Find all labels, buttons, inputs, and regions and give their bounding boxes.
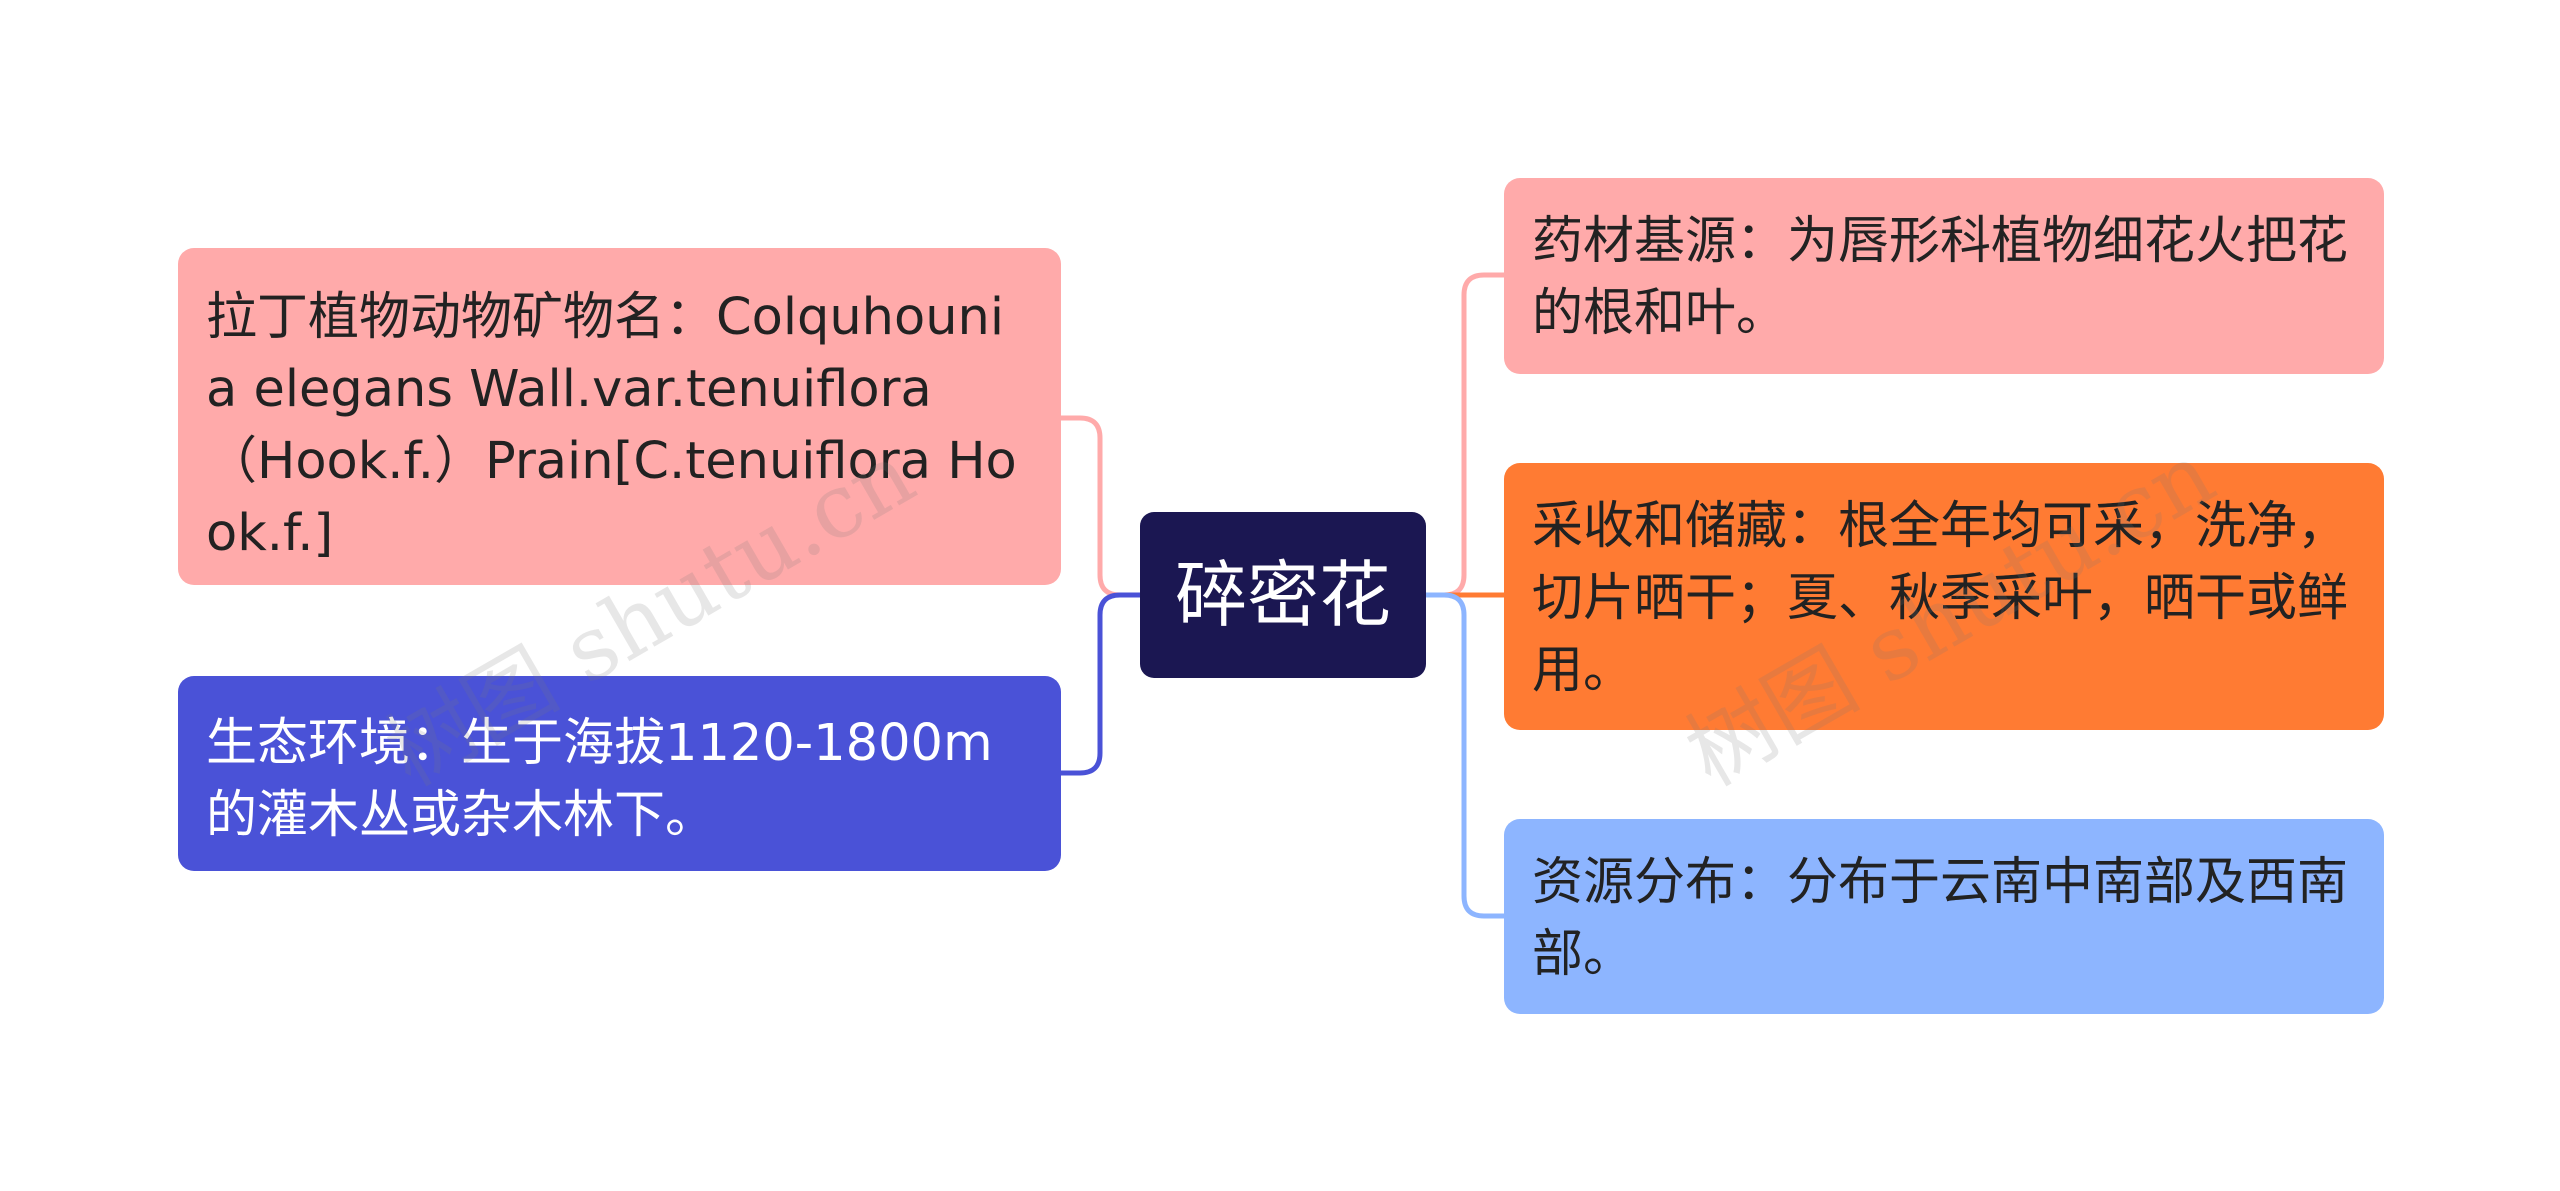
branch-node-harvest[interactable]: 采收和储藏：根全年均可采，洗净，切片晒干；夏、秋季采叶，晒干或鲜用。	[1504, 463, 2384, 730]
connector-left-bottom	[1061, 592, 1140, 776]
branch-text: 采收和储藏：根全年均可采，洗净，切片晒干；夏、秋季采叶，晒干或鲜用。	[1532, 497, 2349, 700]
branch-node-latin-name[interactable]: 拉丁植物动物矿物名：Colquhounia elegans Wall.var.t…	[178, 248, 1061, 585]
connector-right-1	[1426, 272, 1504, 598]
branch-node-distribution[interactable]: 资源分布：分布于云南中南部及西南部。	[1504, 819, 2384, 1014]
branch-text: 资源分布：分布于云南中南部及西南部。	[1532, 853, 2349, 984]
branch-text: 拉丁植物动物矿物名：Colquhounia elegans Wall.var.t…	[206, 288, 1017, 563]
branch-node-source[interactable]: 药材基源：为唇形科植物细花火把花的根和叶。	[1504, 178, 2384, 374]
central-topic-label: 碎密花	[1174, 553, 1391, 637]
branch-node-ecology[interactable]: 生态环境：生于海拔1120-1800m的灌木丛或杂木林下。	[178, 676, 1061, 871]
connector-right-3	[1426, 592, 1504, 919]
central-topic-node[interactable]: 碎密花	[1140, 512, 1426, 678]
branch-text: 生态环境：生于海拔1120-1800m的灌木丛或杂木林下。	[206, 714, 993, 845]
branch-text: 药材基源：为唇形科植物细花火把花的根和叶。	[1532, 212, 2349, 343]
connector-left-top	[1061, 415, 1140, 598]
